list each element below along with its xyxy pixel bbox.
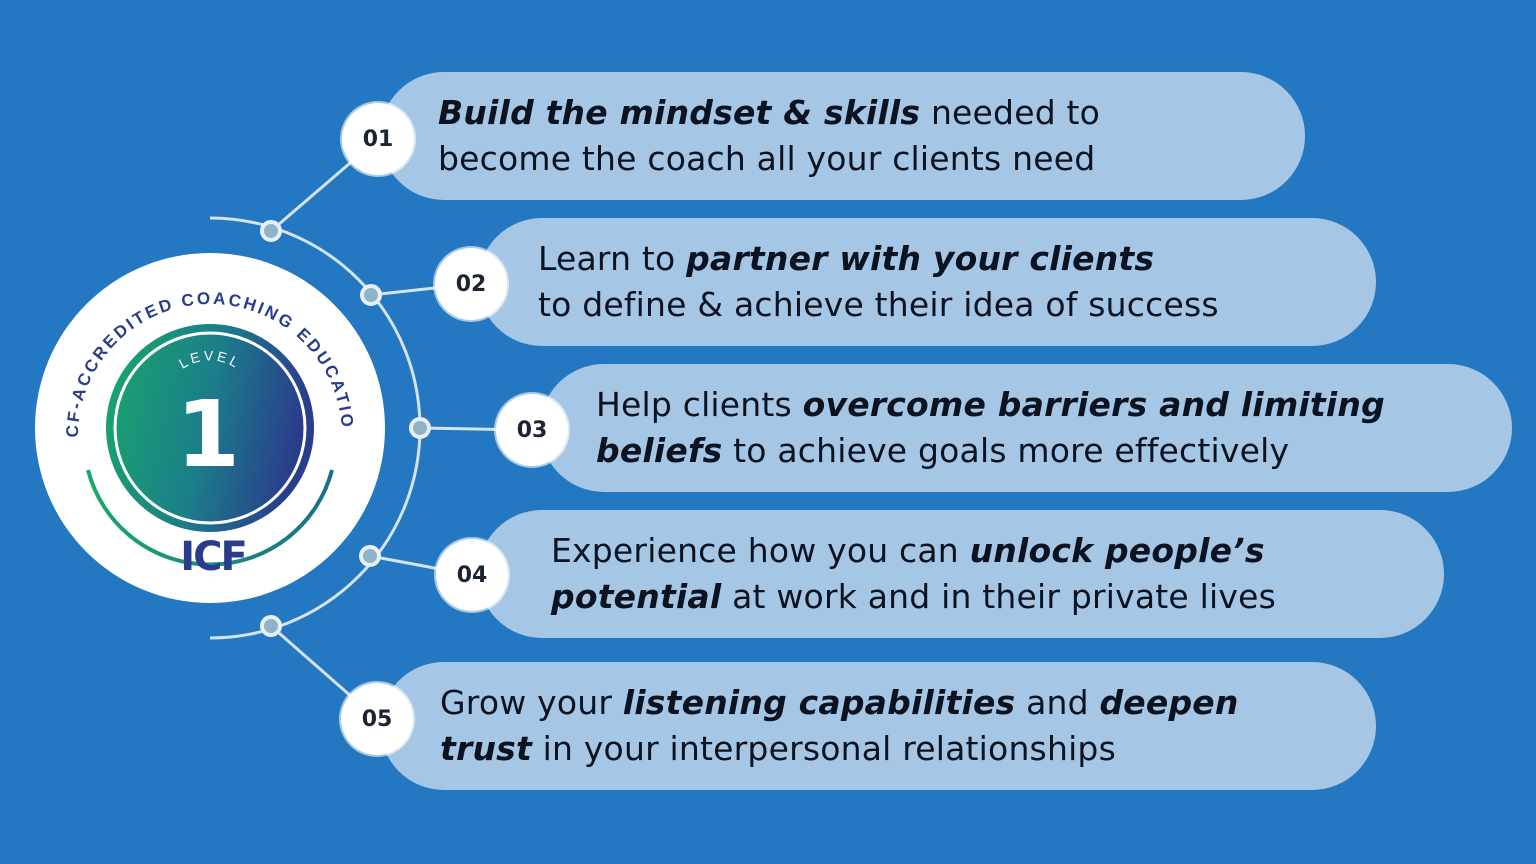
item-text-emphasis: Build the mindset & skills xyxy=(438,93,921,132)
badge-level-number: 1 xyxy=(176,381,240,488)
item-text: to define & achieve their idea of succes… xyxy=(538,285,1219,324)
badge-logo-text: ICF xyxy=(180,534,246,580)
item-text-line: Help clients overcome barriers and limit… xyxy=(596,382,1512,428)
connector-node-01 xyxy=(260,220,282,242)
connector-node-03 xyxy=(409,417,431,439)
item-text: Experience how you can xyxy=(551,531,970,570)
item-pill-05: Grow your listening capabilities and dee… xyxy=(380,662,1376,790)
item-text: needed to xyxy=(920,93,1101,132)
item-text-emphasis: potential xyxy=(551,577,722,616)
item-number-04: 04 xyxy=(436,539,508,611)
item-text-line: Build the mindset & skills needed to xyxy=(438,90,1305,136)
item-text-emphasis: partner with your clients xyxy=(686,239,1155,278)
item-text: become the coach all your clients need xyxy=(438,139,1096,178)
item-text-emphasis: listening capabilities xyxy=(622,683,1016,722)
item-text: and xyxy=(1015,683,1100,722)
item-text-line: Grow your listening capabilities and dee… xyxy=(440,680,1376,726)
item-text-line: to define & achieve their idea of succes… xyxy=(538,282,1376,328)
item-text-line: beliefs to achieve goals more effectivel… xyxy=(596,428,1512,474)
item-number-01: 01 xyxy=(342,103,414,175)
item-text: Help clients xyxy=(596,385,803,424)
connector-node-04 xyxy=(359,545,381,567)
item-text-emphasis: unlock people’s xyxy=(969,531,1265,570)
item-text: to achieve goals more effectively xyxy=(722,431,1290,470)
item-text-line: Experience how you can unlock people’s xyxy=(551,528,1444,574)
badge-inner-circle xyxy=(106,324,314,532)
item-text-line: trust in your interpersonal relationship… xyxy=(440,726,1376,772)
item-number-02: 02 xyxy=(435,248,507,320)
connector-node-05 xyxy=(260,615,282,637)
item-pill-03: Help clients overcome barriers and limit… xyxy=(540,364,1512,492)
badge-inner-ring xyxy=(113,331,307,525)
item-text-line: become the coach all your clients need xyxy=(438,136,1305,182)
item-text-line: Learn to partner with your clients xyxy=(538,236,1376,282)
item-text: at work and in their private lives xyxy=(721,577,1276,616)
item-text: in your interpersonal relationships xyxy=(531,729,1116,768)
item-text: Learn to xyxy=(538,239,687,278)
badge-lower-arc xyxy=(86,469,334,567)
connector-node-02 xyxy=(360,284,382,306)
item-text-line: potential at work and in their private l… xyxy=(551,574,1444,620)
item-text-emphasis: trust xyxy=(440,729,532,768)
item-text-emphasis: overcome barriers and limiting xyxy=(802,385,1385,424)
item-text-emphasis: beliefs xyxy=(596,431,723,470)
item-number-05: 05 xyxy=(341,683,413,755)
item-text: Grow your xyxy=(440,683,623,722)
item-number-03: 03 xyxy=(496,394,568,466)
item-text-emphasis: deepen xyxy=(1099,683,1239,722)
